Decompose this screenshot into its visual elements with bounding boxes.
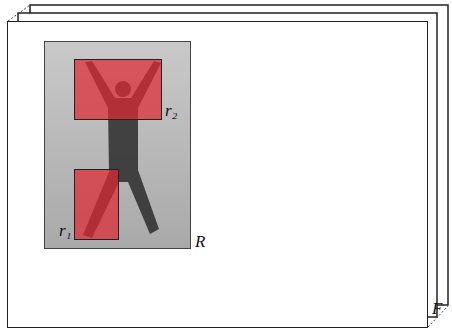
upper-rect: r₂ xyxy=(74,59,162,120)
image-ground xyxy=(45,42,190,248)
frame: FRr₂r₁ xyxy=(7,21,428,328)
stack-dots xyxy=(8,5,30,21)
rect-label: r₁ xyxy=(59,222,72,239)
rect-label: r₂ xyxy=(165,102,178,119)
lower-rect: r₁ xyxy=(74,169,119,240)
frame-label: F xyxy=(432,300,442,317)
image-region: Rr₂r₁ xyxy=(44,41,191,249)
region-label: R xyxy=(195,233,205,250)
